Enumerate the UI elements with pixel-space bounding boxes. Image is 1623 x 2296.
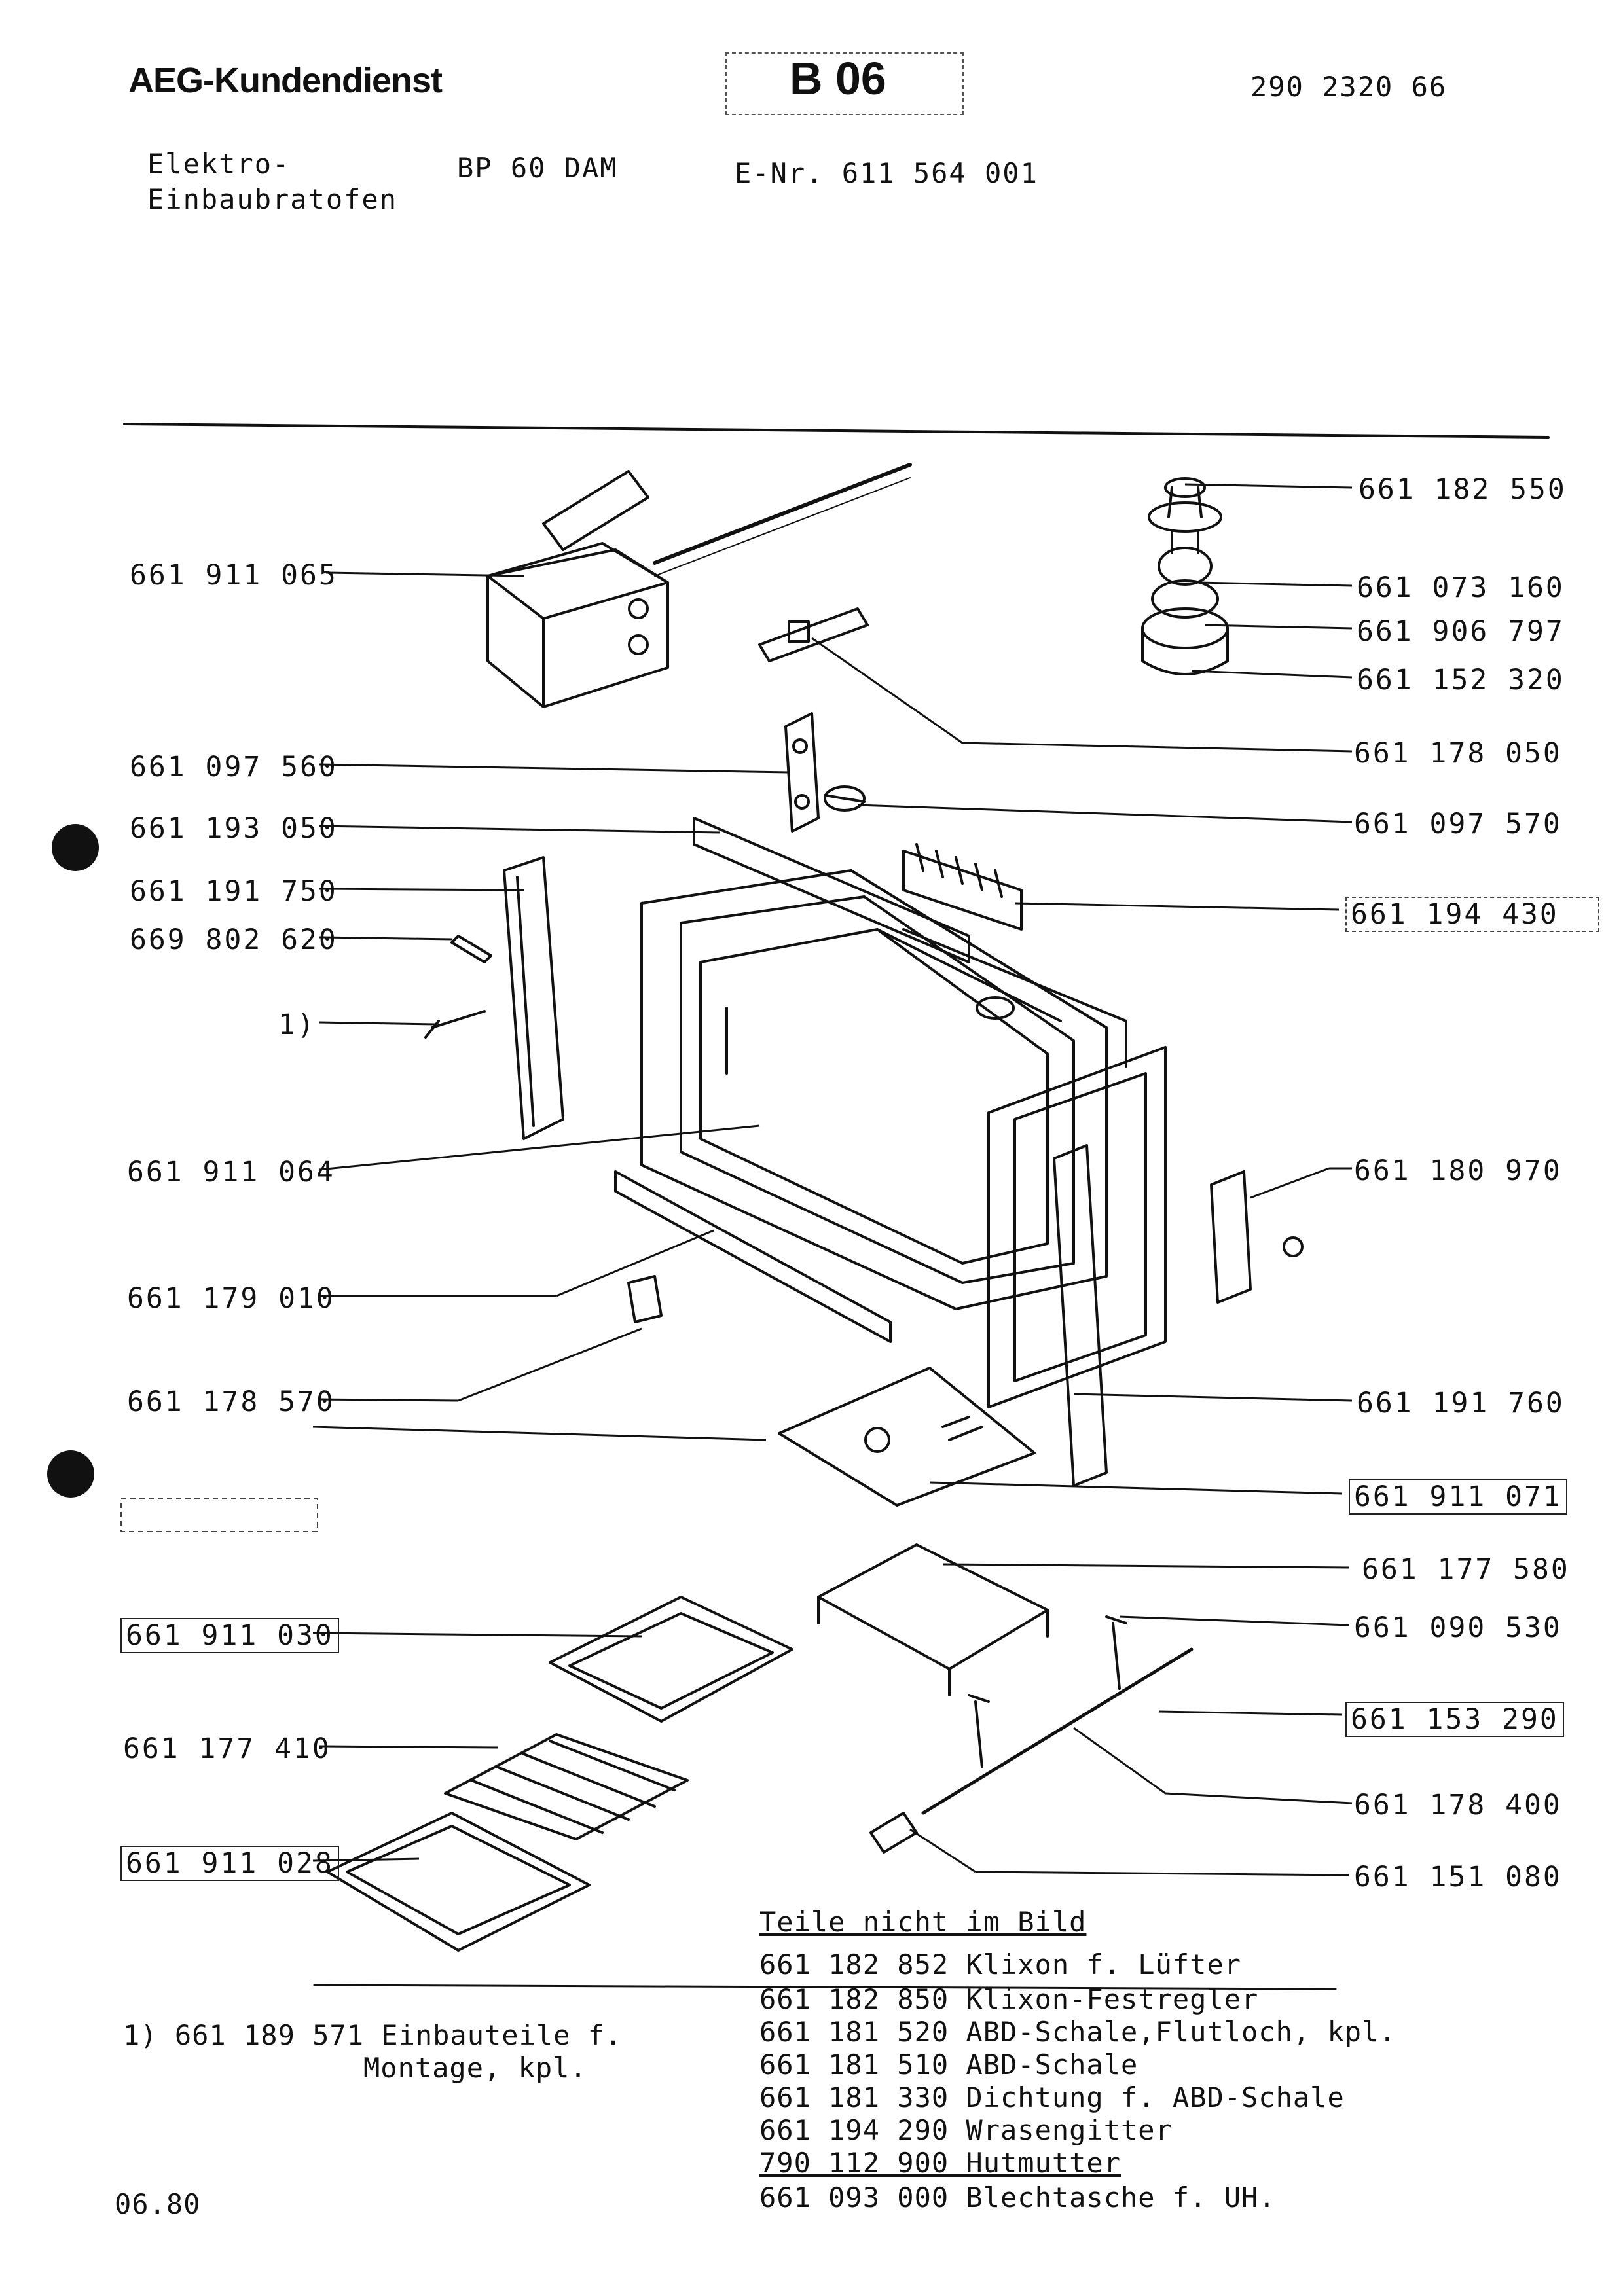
parts-not-shown-item: 661 182 852 Klixon f. Lüfter [759,1948,1242,1981]
screw-part-2 [424,1010,486,1039]
label-left-9: 661 178 570 [127,1386,335,1418]
footnote-line1: 1) 661 189 571 Einbauteile f. [123,2019,623,2051]
right-side-rail-part [1053,1144,1108,1487]
document-number: 290 2320 66 [1250,71,1448,103]
parts-not-shown-item: 661 194 290 Wrasengitter [759,2114,1173,2146]
label-left-8: 661 179 010 [127,1282,335,1315]
bottom-rule [313,1984,1337,1990]
label-right-11: 661 177 580 [1362,1553,1570,1586]
sheet-code: B 06 [790,53,886,104]
oven-cavity-part [640,869,1167,1408]
label-left-12: 661 911 028 [120,1846,339,1881]
code-box [725,52,964,115]
blank-label-box [120,1498,318,1532]
lamp-socket-part [784,712,866,833]
label-right-5: 661 178 050 [1354,737,1562,770]
top-trim-part [693,817,970,963]
parts-not-shown-item: 661 181 330 Dichtung f. ABD-Schale [759,2081,1345,2113]
left-side-rail-part [503,856,564,1140]
label-left-5: 669 802 620 [130,924,338,956]
label-left-11: 661 177 410 [123,1732,331,1765]
screw-part [450,935,492,963]
label-left-6: 1) [278,1009,316,1041]
baking-tray-part [326,1812,591,1952]
label-right-9: 661 191 760 [1357,1387,1565,1420]
label-left-10: 661 911 030 [120,1618,339,1653]
bottom-panel-part [778,1367,1036,1507]
fuse-part [758,607,869,662]
label-right-10: 661 911 071 [1349,1479,1567,1515]
wire-shelf-part [817,1543,1049,1696]
label-right-13: 661 153 290 [1345,1702,1564,1737]
print-date: 06.80 [115,2188,201,2220]
label-right-15: 661 151 080 [1354,1861,1562,1893]
connector-block-part [902,843,1023,931]
top-rule [123,423,1550,439]
label-right-3: 661 906 797 [1357,615,1565,648]
brand-title: AEG-Kundendienst [128,61,443,100]
thermostat-part [486,463,912,708]
label-left-7: 661 911 064 [127,1156,335,1189]
parts-not-shown-item: 661 181 520 ABD-Schale,Flutloch, kpl. [759,2016,1396,2048]
label-right-12: 661 090 530 [1354,1611,1562,1644]
label-left-2: 661 097 560 [130,751,338,783]
label-left-3: 661 193 050 [130,812,338,845]
parts-not-shown-item: 790 112 900 Hutmutter [759,2147,1122,2179]
punch-hole-top [52,824,99,871]
parts-not-shown-item: 661 182 850 Klixon-Festregler [759,1983,1259,2015]
label-right-6: 661 097 570 [1354,808,1562,840]
label-right-1: 661 182 550 [1359,473,1567,506]
device-type-line1: Elektro- [147,148,291,180]
parts-not-shown-item: 661 181 510 ABD-Schale [759,2049,1139,2081]
clip-part [627,1275,663,1323]
e-number: E-Nr. 611 564 001 [735,157,1038,189]
drip-pan-part [549,1596,793,1723]
label-left-4: 661 191 750 [130,875,338,908]
label-left-1: 661 911 065 [130,559,338,592]
bottom-trim-part [614,1170,892,1343]
footnote-line2: Montage, kpl. [363,2052,587,2084]
label-right-2: 661 073 160 [1357,571,1565,604]
punch-hole-bottom [47,1450,94,1498]
device-type-line2: Einbaubratofen [147,183,398,215]
parts-not-shown-item: 661 093 000 Blechtasche f. UH. [759,2181,1276,2214]
label-right-14: 661 178 400 [1354,1789,1562,1821]
model-number: BP 60 DAM [457,152,618,184]
grate-part [444,1733,689,1840]
parts-not-shown-title: Teile nicht im Bild [759,1906,1087,1938]
label-right-7: 661 194 430 [1345,897,1599,932]
hinge-part [1210,1170,1304,1304]
label-right-8: 661 180 970 [1354,1155,1562,1187]
label-right-4: 661 152 320 [1357,664,1565,696]
knob-stack-part [1141,477,1229,675]
